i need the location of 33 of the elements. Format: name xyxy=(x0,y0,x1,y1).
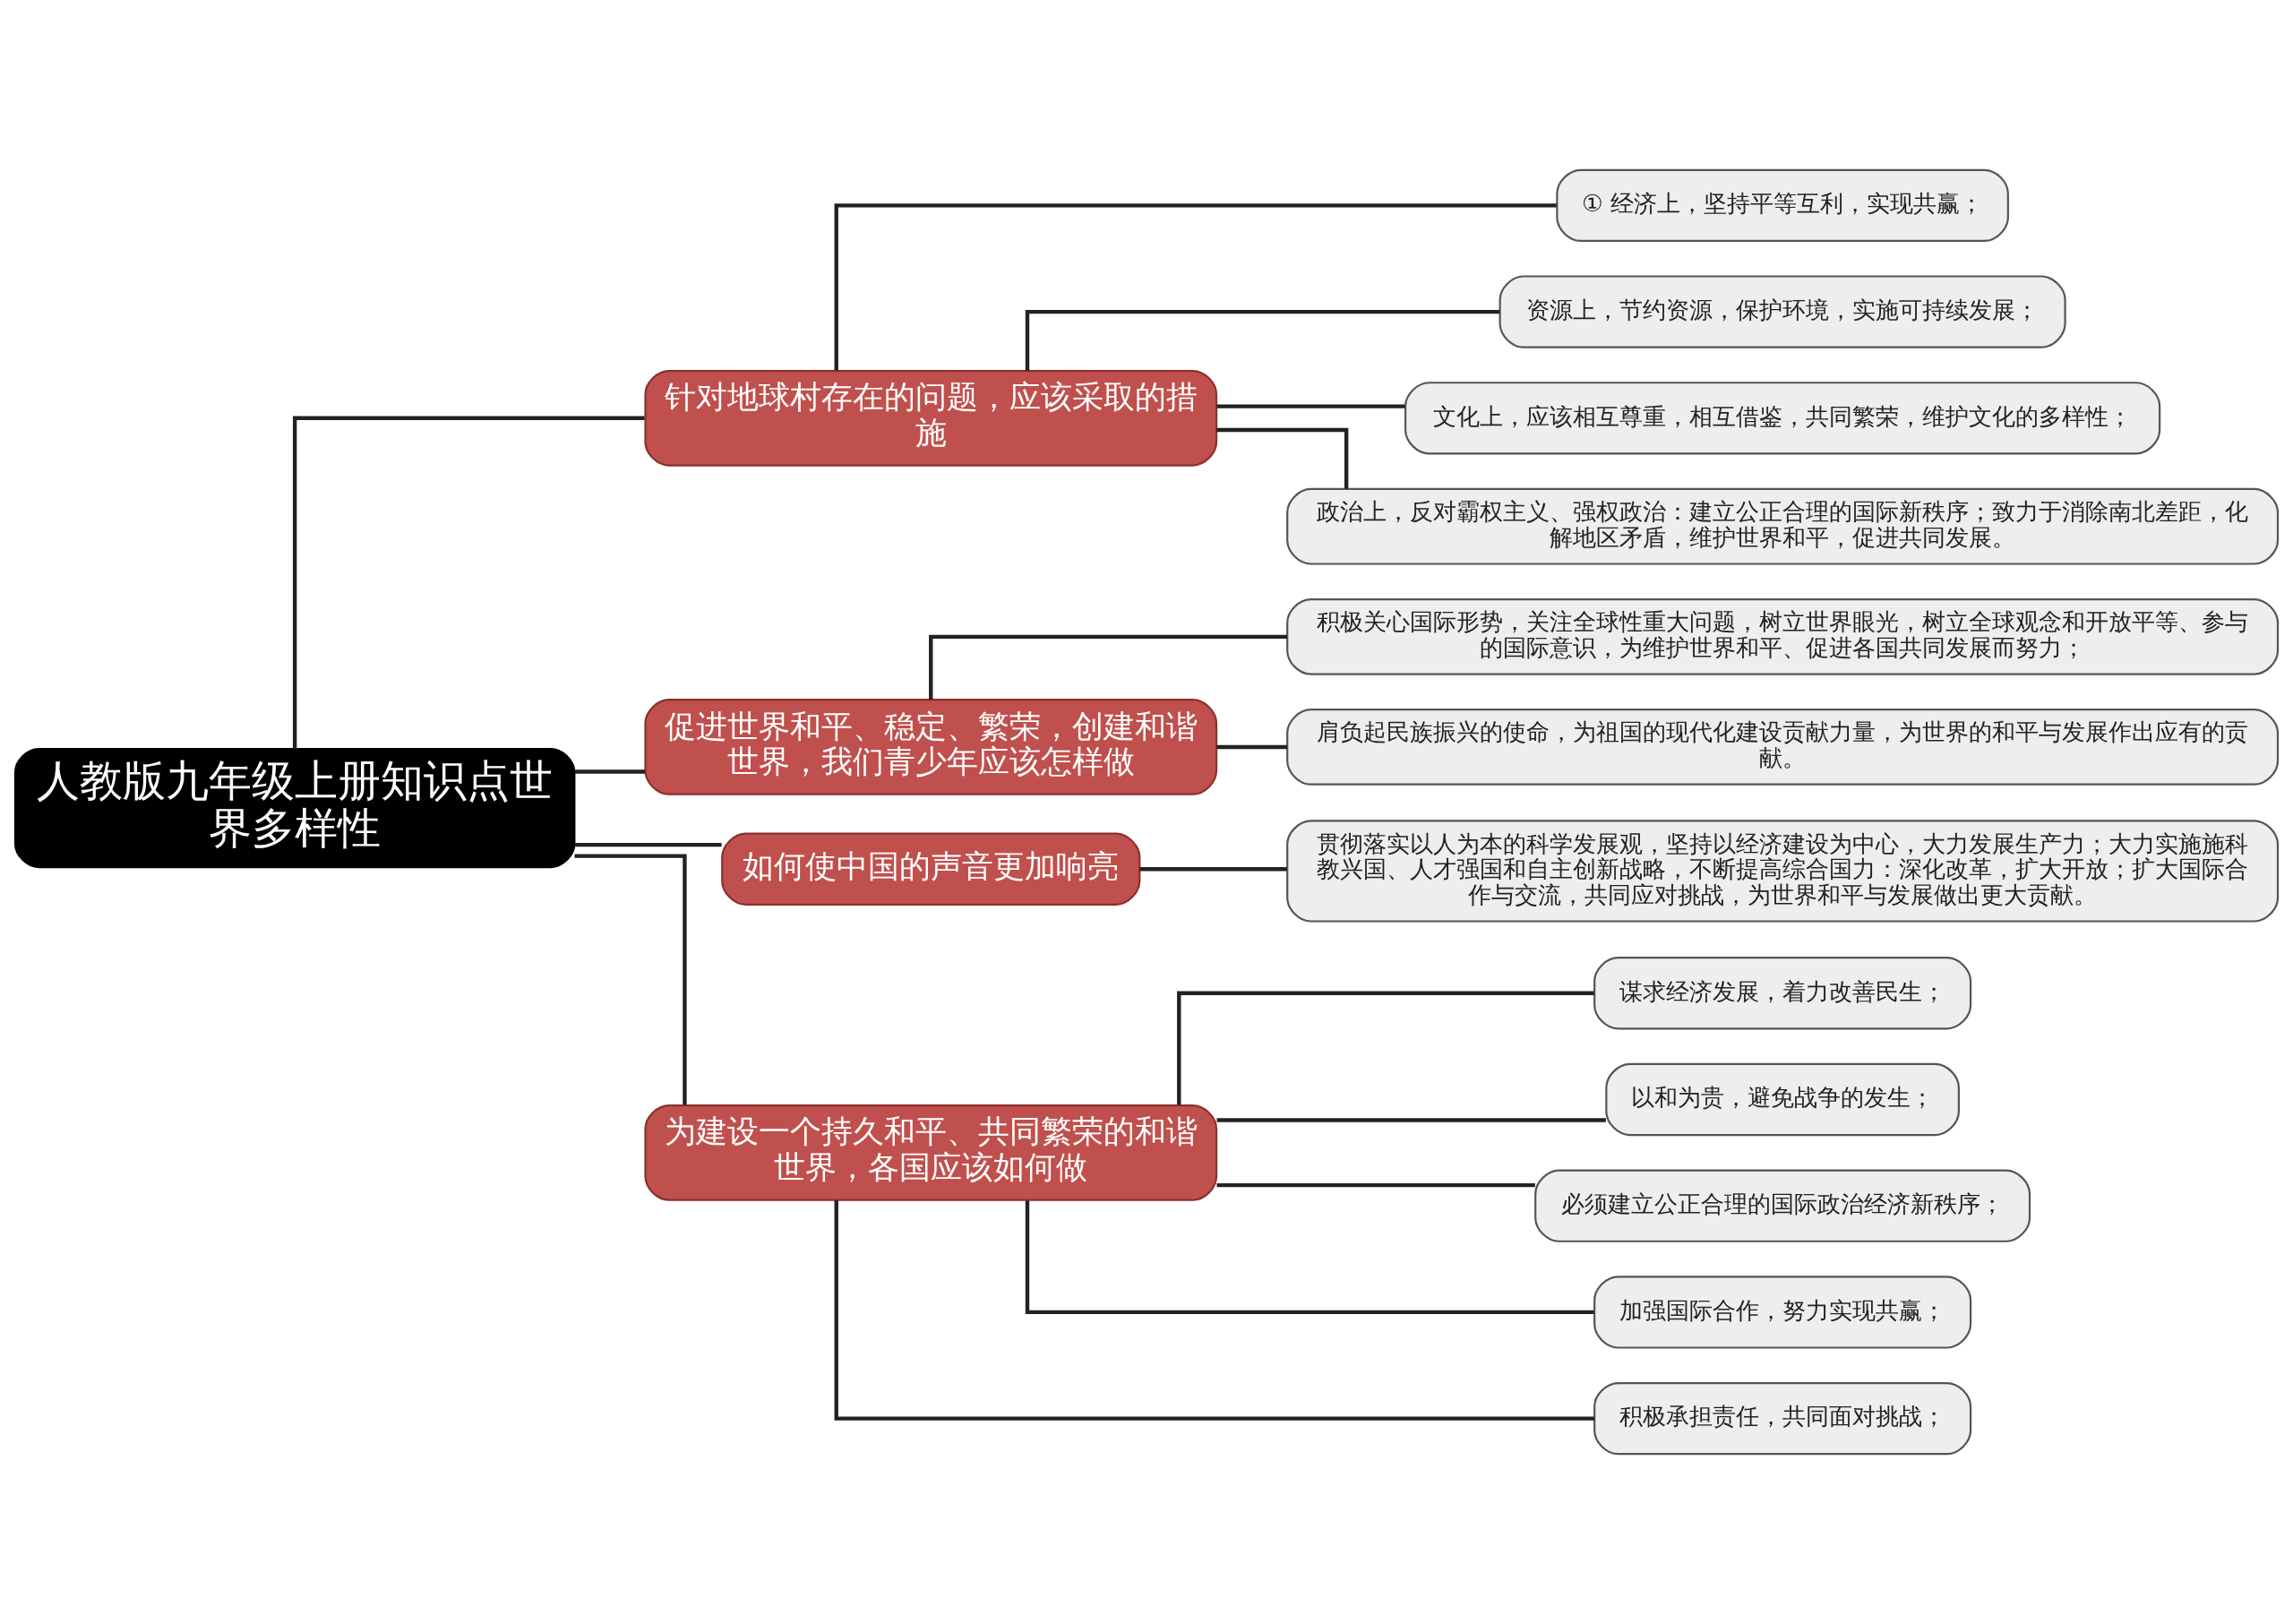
node-box: 贯彻落实以人为本的科学发展观，坚持以经济建设为中心，大力发展生产力；大力实施施科教兴国、人才强国和自主创新战略，不断提高综合国力：深化改革，扩大开放；扩大国际合作与交流，共同应对挑战，为世界和平与发展做出更大贡献。 xyxy=(1286,820,2280,923)
connector xyxy=(929,634,1287,700)
node-box: 资源上，节约资源，保护环境，实施可持续发展； xyxy=(1499,275,2066,348)
node-box: 为建设一个持久和平、共同繁荣的和谐世界，各国应该如何做 xyxy=(644,1104,1218,1201)
connector xyxy=(1139,867,1287,872)
node-box: 政治上，反对霸权主义、强权政治：建立公正合理的国际新秩序；致力于消除南北差距，化解地区矛盾，维护世界和平，促进共同发展。 xyxy=(1286,487,2280,565)
connector xyxy=(574,854,687,1105)
connector xyxy=(292,416,645,749)
node-box: 加强国际合作，努力实现共赢； xyxy=(1593,1276,1972,1349)
connector xyxy=(1025,309,1500,371)
connector xyxy=(834,203,1557,371)
connector xyxy=(1216,1118,1606,1122)
node-box: 必须建立公正合理的国际政治经济新秩序； xyxy=(1534,1169,2031,1242)
node-box: 谋求经济发展，着力改善民生； xyxy=(1593,957,1972,1030)
node-box: ① 经济上，坚持平等互利，实现共赢； xyxy=(1556,168,2009,243)
connector xyxy=(1177,991,1594,1105)
node-box: 文化上，应该相互尊重，相互借鉴，共同繁荣，维护文化的多样性； xyxy=(1404,382,2161,455)
connector xyxy=(574,842,722,847)
node-box: 积极关心国际形势，关注全球性重大问题，树立世界眼光，树立全球观念和开放平等、参与的国际意识，为维护世界和平、促进各国共同发展而努力； xyxy=(1286,597,2280,675)
connector xyxy=(1216,427,1349,489)
node-box: 积极承担责任，共同面对挑战； xyxy=(1593,1381,1972,1456)
node-box: 肩负起民族振兴的使命，为祖国的现代化建设贡献力量，为世界的和平与发展作出应有的贡献。 xyxy=(1286,709,2280,786)
connector xyxy=(834,1199,1595,1421)
node-box: 如何使中国的声音更加响亮 xyxy=(721,832,1141,906)
connector xyxy=(1216,1182,1535,1188)
connector xyxy=(1025,1200,1594,1315)
node-box: 针对地球村存在的问题，应该采取的措施 xyxy=(644,369,1218,467)
connector xyxy=(574,769,646,774)
node-box: 人教版九年级上册知识点世界多样性 xyxy=(13,748,576,869)
connector xyxy=(1216,404,1405,408)
node-box: 以和为贵，避免战争的发生； xyxy=(1605,1062,1960,1137)
connector xyxy=(1216,744,1288,750)
node-box: 促进世界和平、稳定、繁荣，创建和谐世界，我们青少年应该怎样做 xyxy=(644,699,1218,795)
